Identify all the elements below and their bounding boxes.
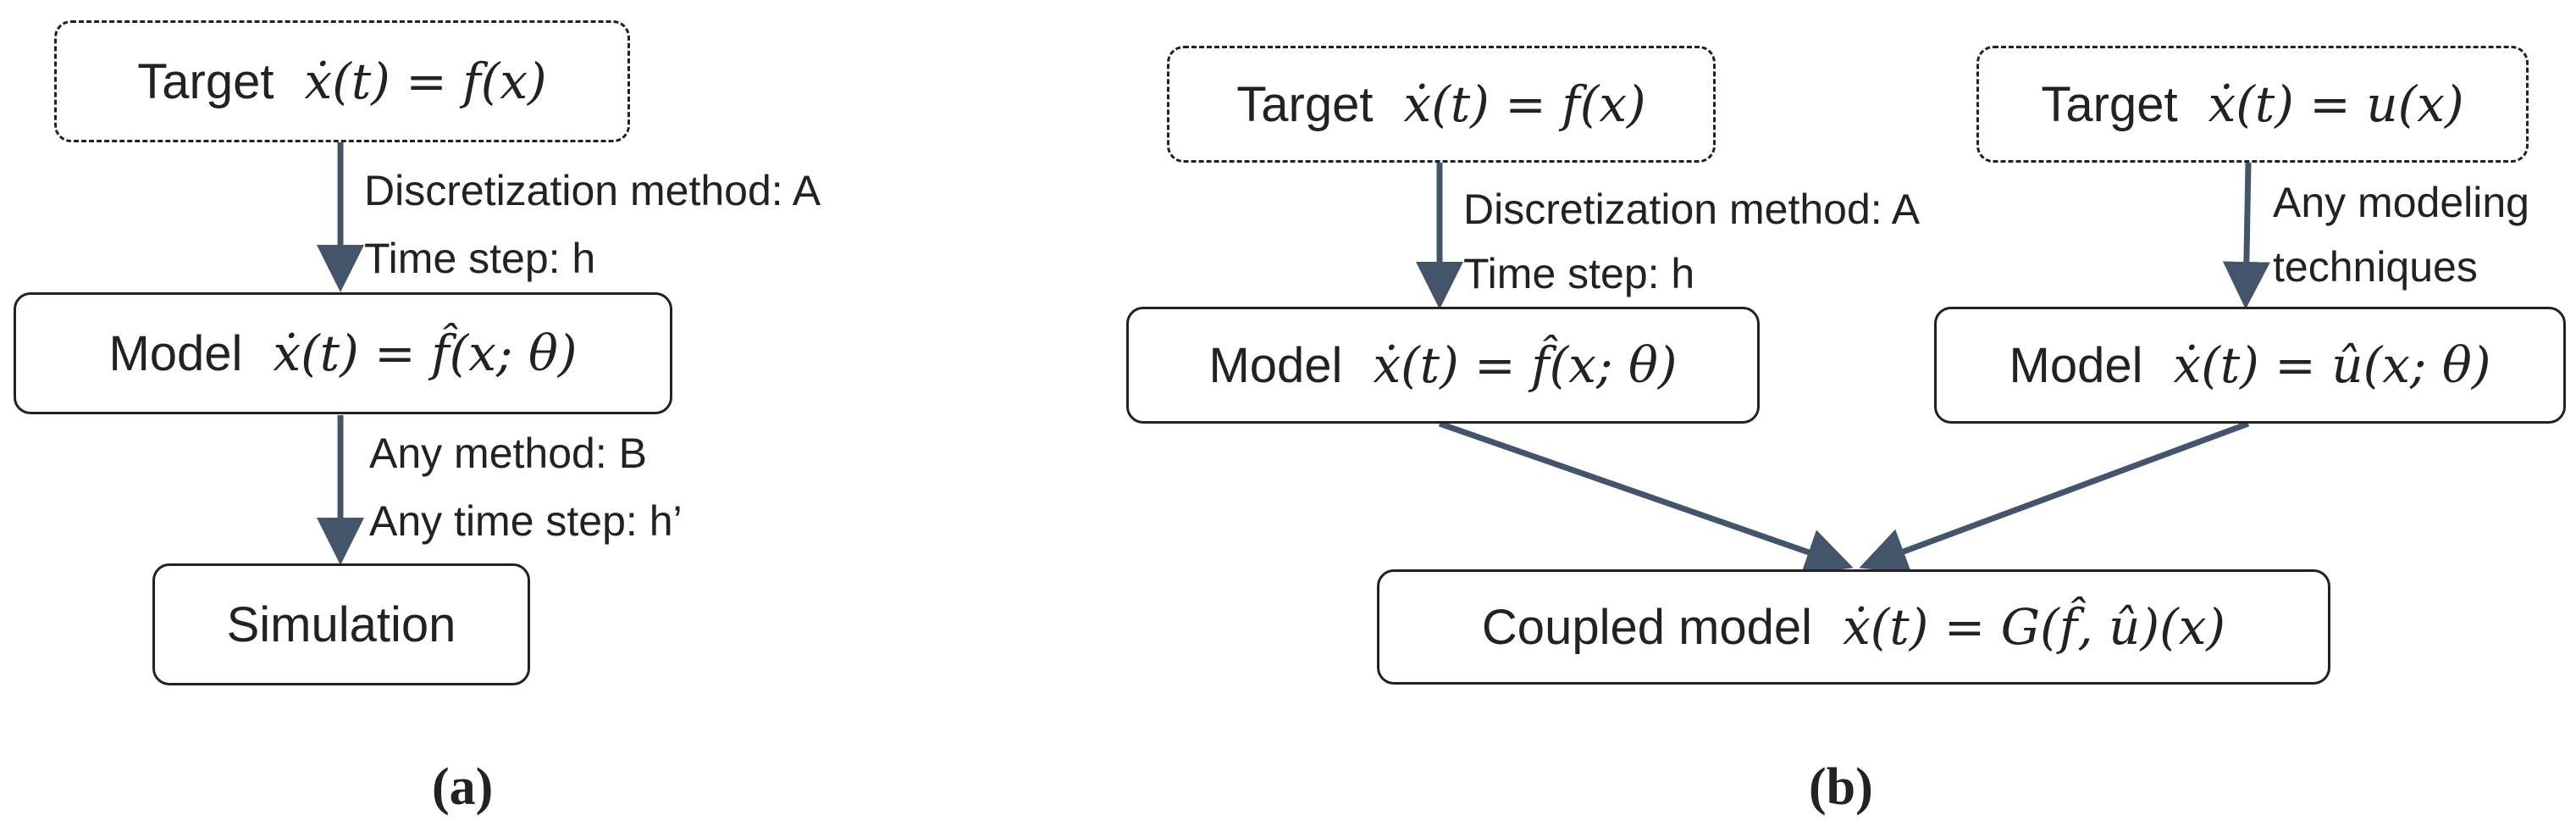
a-edge1-line2: Time step: h <box>364 235 596 282</box>
a-simulation-label: Simulation <box>226 596 456 652</box>
b-target-u-box: Target ẋ(t) = u(x) <box>1976 46 2529 163</box>
a-simulation-box: Simulation <box>152 563 530 685</box>
a-edge2-line1: Any method: B <box>369 430 647 477</box>
a-target-box: Target ẋ(t) = f(x) <box>54 20 630 142</box>
b-caption: (b) <box>1809 758 1873 816</box>
b-coupled-word: Coupled model <box>1481 599 1813 655</box>
b-model-f-word: Model <box>1208 337 1343 393</box>
a-target-word: Target <box>137 53 274 109</box>
b-target-f-box: Target ẋ(t) = f(x) <box>1167 46 1716 163</box>
b-edge2-line2: techniques <box>2273 243 2478 291</box>
b-model-f-box: Model ẋ(t) = f̂(x; θ) <box>1126 307 1760 424</box>
a-model-word: Model <box>108 325 243 381</box>
b-coupled-equation: ẋ(t) = G(f̂, û)(x) <box>1843 598 2226 656</box>
b-coupled-box: Coupled model ẋ(t) = G(f̂, û)(x) <box>1377 569 2330 685</box>
arrow-b-model-u-to-coupled <box>1859 420 2250 574</box>
a-edge1-line1: Discretization method: A <box>364 167 821 214</box>
b-edge2-line1: Any modeling <box>2273 179 2529 226</box>
arrow-b-target-u-to-model <box>2222 162 2270 309</box>
a-model-box: Model ẋ(t) = f̂(x; θ) <box>14 292 672 414</box>
a-edge2-line2: Any time step: h’ <box>369 497 683 545</box>
b-model-u-word: Model <box>2009 337 2143 393</box>
b-model-u-equation: ẋ(t) = û(x; θ) <box>2173 336 2491 394</box>
b-target-u-word: Target <box>2041 76 2178 132</box>
a-caption: (a) <box>432 758 494 816</box>
b-target-f-equation: ẋ(t) = f(x) <box>1403 75 1646 133</box>
b-model-u-box: Model ẋ(t) = û(x; θ) <box>1934 307 2566 424</box>
arrow-b-model-f-to-coupled <box>1438 420 1854 575</box>
b-target-f-word: Target <box>1236 76 1374 132</box>
b-target-u-equation: ẋ(t) = u(x) <box>2208 75 2464 133</box>
a-model-equation: ẋ(t) = f̂(x; θ) <box>273 324 578 382</box>
a-target-equation: ẋ(t) = f(x) <box>304 53 547 110</box>
b-edge1-line1: Discretization method: A <box>1463 186 1921 233</box>
b-edge1-line2: Time step: h <box>1463 250 1695 297</box>
b-model-f-equation: ẋ(t) = f̂(x; θ) <box>1373 336 1678 394</box>
